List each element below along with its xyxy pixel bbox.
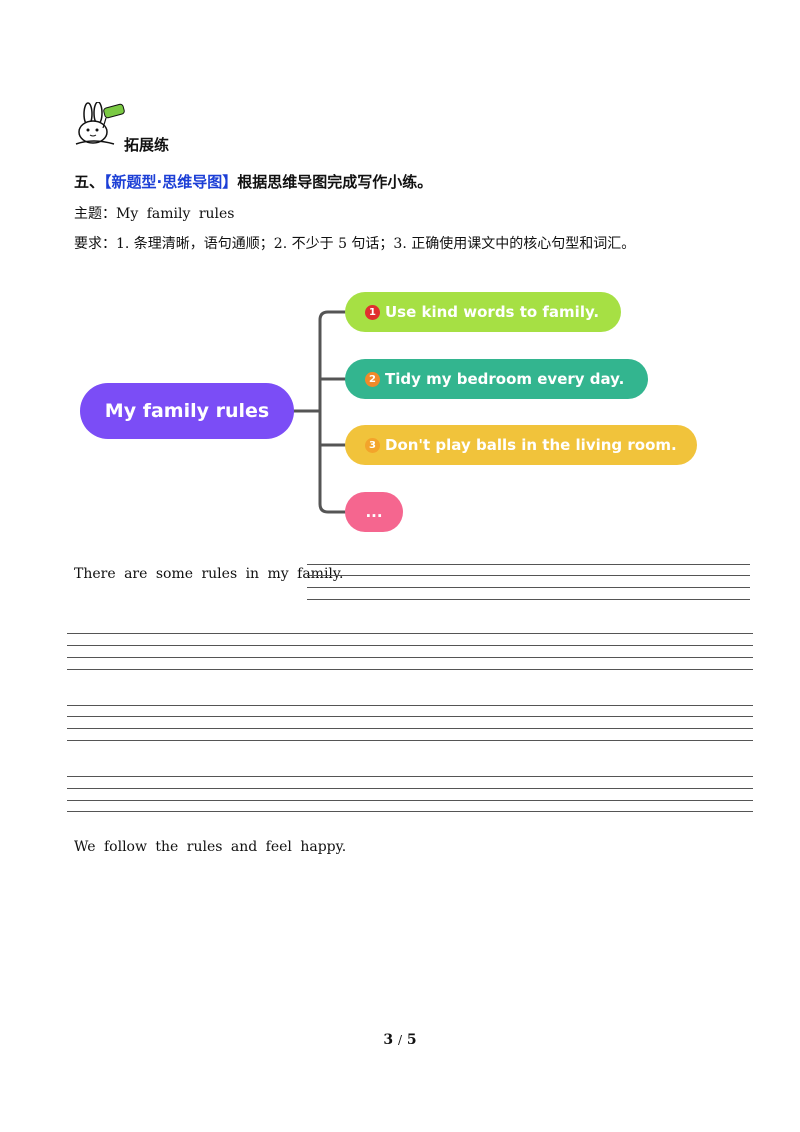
writing-line[interactable]	[67, 728, 753, 729]
writing-line[interactable]	[67, 645, 753, 646]
writing-line[interactable]	[67, 705, 753, 706]
page-number: 3 / 5	[0, 1032, 800, 1048]
section-title: 拓展练	[124, 136, 170, 154]
page-separator: /	[397, 1033, 403, 1047]
question-number: 五、	[74, 173, 105, 191]
writing-intro-sentence: There are some rules in my family.	[74, 566, 344, 582]
mind-map-branch-1: 1 Use kind words to family.	[345, 292, 621, 332]
writing-line[interactable]	[67, 740, 753, 741]
number-badge-3: 3	[365, 437, 380, 453]
page-total: 5	[406, 1032, 417, 1048]
trunk-connector	[318, 310, 347, 514]
number-badge-1: 1	[365, 304, 380, 320]
branch-2-text: Tidy my bedroom every day.	[385, 370, 625, 388]
topic-line: 主题：My family rules	[74, 203, 234, 223]
mind-map-branch-3: 3 Don't play balls in the living room.	[345, 425, 697, 465]
writing-line[interactable]	[67, 800, 753, 801]
requirements-line: 要求：1. 条理清晰，语句通顺；2. 不少于 5 句话；3. 正确使用课文中的核…	[74, 236, 636, 252]
branch-3-text: Don't play balls in the living room.	[385, 436, 677, 454]
mind-map-branch-2: 2 Tidy my bedroom every day.	[345, 359, 648, 399]
mind-map: My family rules 1 Use kind words to fami…	[70, 280, 720, 550]
writing-line[interactable]	[67, 716, 753, 717]
writing-line	[307, 587, 750, 588]
writing-line	[307, 575, 750, 576]
question-instruction: 根据思维导图完成写作小练。	[237, 173, 433, 191]
writing-line[interactable]	[67, 633, 753, 634]
writing-line[interactable]	[67, 657, 753, 658]
number-badge-2: 2	[365, 371, 380, 387]
question-tag: 【新题型·思维导图】	[104, 173, 238, 191]
page-current: 3	[383, 1032, 394, 1048]
writing-line	[307, 564, 750, 565]
question-heading: 五、【新题型·思维导图】根据思维导图完成写作小练。	[74, 171, 432, 192]
writing-line	[307, 599, 750, 600]
topic-label: 主题：	[74, 206, 116, 222]
writing-line[interactable]	[67, 669, 753, 670]
writing-line[interactable]	[67, 776, 753, 777]
writing-line[interactable]	[67, 788, 753, 789]
writing-outro-sentence: We follow the rules and feel happy.	[74, 839, 347, 855]
topic-value: My family rules	[116, 206, 235, 222]
rabbit-mascot-icon	[74, 101, 126, 146]
mind-map-connectors	[292, 310, 347, 514]
writing-line[interactable]	[67, 811, 753, 812]
mind-map-branch-4: ...	[345, 492, 403, 532]
mind-map-root: My family rules	[80, 383, 294, 439]
branch-1-text: Use kind words to family.	[385, 303, 600, 321]
